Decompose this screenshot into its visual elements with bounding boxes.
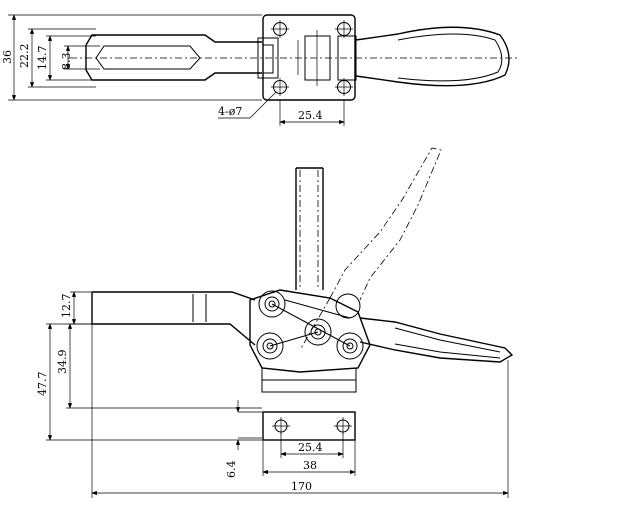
dim-top-bar-height: 14.7 xyxy=(36,46,49,71)
dim-overall-length: 170 xyxy=(291,480,312,493)
top-view: 36 22.2 14.7 8.3 4-ø7 25.4 xyxy=(1,14,520,126)
dim-top-slot-width: 8.3 xyxy=(60,53,73,71)
dim-side-mid-height: 34.9 xyxy=(56,350,69,375)
dim-top-overall-height: 36 xyxy=(1,50,14,64)
dim-side-total-height: 47.7 xyxy=(36,372,49,397)
top-linkage xyxy=(257,30,357,86)
top-clamp-bar xyxy=(70,34,520,81)
dim-top-hole-spacing: 25.4 xyxy=(298,109,323,122)
dim-top-inner-height: 22.2 xyxy=(18,44,31,69)
side-body xyxy=(249,289,371,373)
side-linkage xyxy=(269,299,351,347)
side-open-position xyxy=(299,147,442,351)
side-clamp-arm xyxy=(91,291,256,346)
top-handle xyxy=(355,26,510,87)
dim-base-width: 38 xyxy=(303,459,317,472)
side-dimensions: 12.7 34.9 47.7 6.4 25.4 38 xyxy=(36,291,509,498)
side-view: 12.7 34.9 47.7 6.4 25.4 38 xyxy=(36,147,514,498)
side-spindle xyxy=(295,167,324,290)
dim-side-base-thickness: 6.4 xyxy=(225,461,238,479)
side-base-plate xyxy=(262,411,356,441)
side-handle xyxy=(359,317,514,363)
top-mount-holes xyxy=(271,20,353,96)
dim-bottom-hole-spacing: 25.4 xyxy=(298,441,323,454)
dim-hole-callout: 4-ø7 xyxy=(218,105,242,118)
dim-side-arm-height: 12.7 xyxy=(60,294,73,319)
top-dimensions: 36 22.2 14.7 8.3 4-ø7 25.4 xyxy=(1,14,345,126)
side-pivots xyxy=(256,290,364,360)
